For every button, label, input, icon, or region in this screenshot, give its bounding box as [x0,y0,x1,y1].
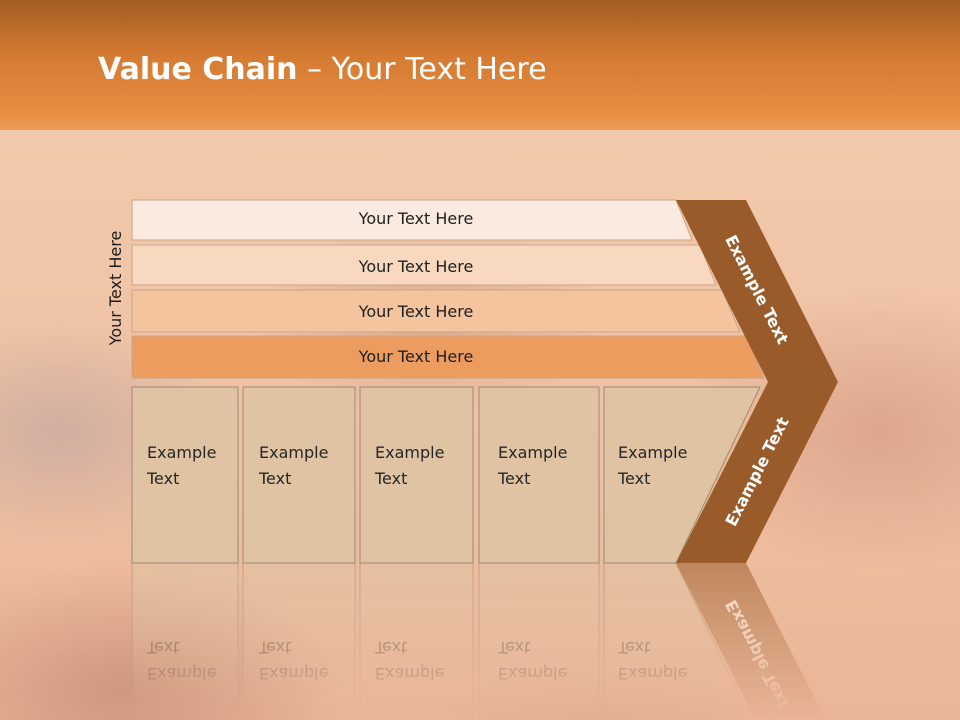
box-1-shape [131,386,239,564]
box-1-line1-reflection: Example [147,664,216,683]
box-5: Example Text [603,386,761,564]
bar-4-label: Your Text Here [358,347,474,366]
title-bold: Value Chain [98,52,298,87]
box-4-line1-reflection: Example [498,664,567,683]
slide-title: Value Chain – Your Text Here [98,52,547,87]
bar-3-shape [131,289,741,333]
bar-3: Your Text Here [131,289,741,333]
box-4-shape [478,386,600,564]
box-2: Example Text [242,386,356,564]
bar-4: Your Text Here [131,335,765,379]
bar-2-label: Your Text Here [358,257,474,276]
box-1-line2-reflection: Text [146,638,179,657]
bar-2-shape [131,244,717,286]
boxes-group: Example Text Example Text Example Text E… [131,386,761,564]
box-2-shape [242,386,356,564]
box-4: Example Text [478,386,600,564]
box-3-line1: Example [375,443,444,462]
chevron-shape [676,200,838,563]
bar-1-shape [131,199,693,241]
box-4-line2-reflection: Text [497,638,530,657]
box-5-line2: Text [617,469,650,488]
box-1-line2: Text [146,469,179,488]
box-3-line2: Text [374,469,407,488]
bars-group: Your Text Here Your Text Here Your Text … [131,199,765,379]
box-2-line2-reflection: Text [258,638,291,657]
box-2-reflection [242,562,356,720]
box-4-line1: Example [498,443,567,462]
box-2-line1: Example [259,443,328,462]
box-3-line2-reflection: Text [374,638,407,657]
box-1-reflection [131,562,239,720]
box-3: Example Text [359,386,474,564]
box-5-line1-reflection: Example [618,664,687,683]
box-1: Example Text [131,386,239,564]
bar-2: Your Text Here [131,244,717,286]
box-2-line2: Text [258,469,291,488]
chevron-reflection [676,563,826,720]
box-5-line1: Example [618,443,687,462]
box-2-line1-reflection: Example [259,664,328,683]
box-5-line2-reflection: Text [617,638,650,657]
box-3-reflection [359,562,474,720]
box-3-line1-reflection: Example [375,664,444,683]
bar-1: Your Text Here [131,199,693,241]
box-1-line1: Example [147,443,216,462]
reflection: Example Text Example Text Example Text E… [131,562,826,720]
box-4-line2: Text [497,469,530,488]
title-rest: – Your Text Here [297,52,547,87]
bar-1-label: Your Text Here [358,209,474,228]
box-3-shape [359,386,474,564]
bar-4-shape [131,335,765,379]
box-4-reflection [478,562,600,720]
bar-3-label: Your Text Here [358,302,474,321]
